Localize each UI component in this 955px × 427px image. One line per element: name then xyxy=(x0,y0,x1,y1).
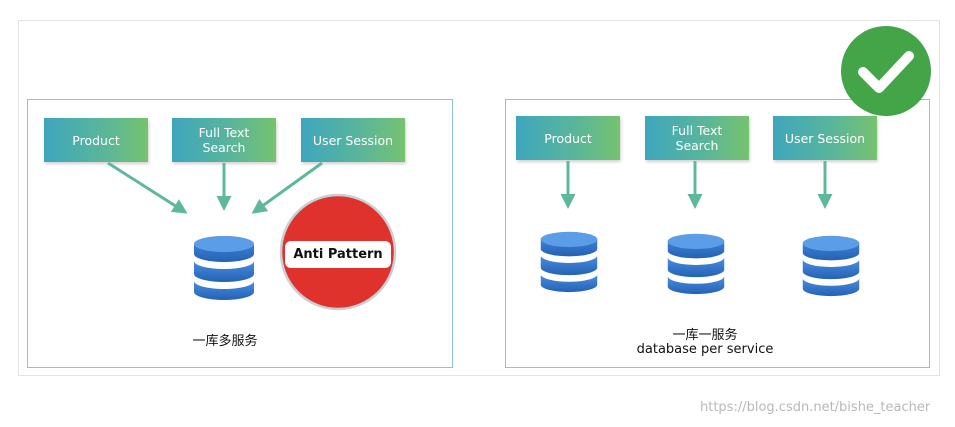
left-caption: 一库多服务 xyxy=(192,334,258,349)
database-icon xyxy=(802,235,860,297)
left-service-user-session: User Session xyxy=(301,118,405,162)
check-mark-icon xyxy=(841,26,931,116)
database-icon xyxy=(540,231,598,293)
left-service-product: Product xyxy=(44,118,148,162)
database-icon xyxy=(194,236,254,300)
watermark: https://blog.csdn.net/bishe_teacher xyxy=(700,400,931,415)
right-service-user-session: User Session xyxy=(773,116,877,160)
arrow-product-to-shared-db xyxy=(107,161,188,214)
right-panel-database-per-service xyxy=(505,99,930,368)
left-arrows xyxy=(107,161,323,214)
left-panel-shared-database xyxy=(27,99,453,368)
right-arrows xyxy=(560,161,833,209)
right-service-full-text-search: Full Text Search xyxy=(645,116,749,160)
database-icon xyxy=(667,233,725,295)
right-caption-line1: 一库一服务 xyxy=(672,328,738,343)
arrow-session-to-shared-db xyxy=(251,161,323,214)
left-service-full-text-search: Full Text Search xyxy=(172,118,276,162)
diagram-frame xyxy=(18,20,940,376)
right-caption-line2: database per service xyxy=(636,342,774,357)
right-service-product: Product xyxy=(516,116,620,160)
anti-pattern-label: Anti Pattern xyxy=(285,241,391,268)
